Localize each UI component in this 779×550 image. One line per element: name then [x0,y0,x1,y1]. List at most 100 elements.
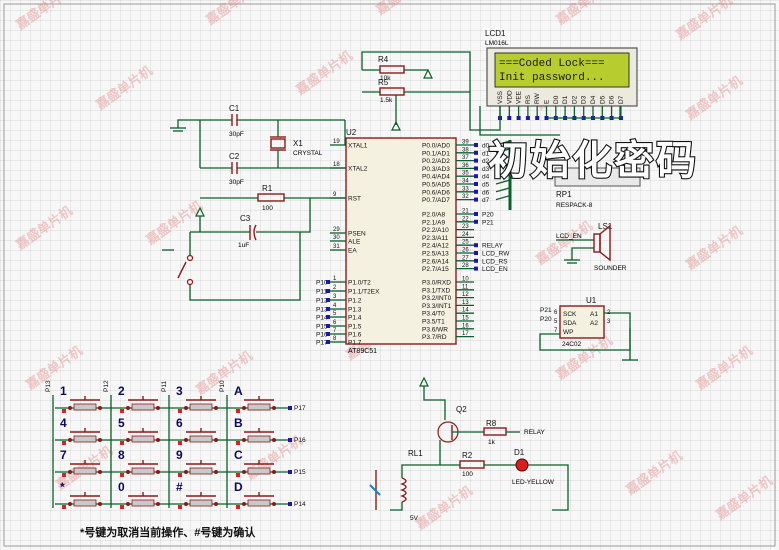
u1-pin-a1: A1 [590,311,598,318]
keypad-key-button[interactable] [189,467,213,475]
keypad-key-contact [214,438,218,442]
keypad-key-button[interactable] [73,467,97,475]
keypad-key-contact [214,406,218,410]
mcu-left-pin-num: 3 [333,294,337,300]
keypad-key-contact [68,406,72,410]
d1-value: LED-YELLOW [512,479,555,486]
keypad-key-contact [242,438,246,442]
mcu-left-pin-num: 31 [333,244,340,250]
mcu-right-pin-terminal [474,212,478,216]
mcu-right-pin-name: P3.2/INT0 [422,295,452,302]
r5-value: 1.5k [380,97,393,104]
watermark-text: 嘉盛单片机 [142,198,205,248]
lcd-line-2: Init password... [499,72,605,84]
r2-body [459,460,485,469]
wire-d1-gnd [528,464,569,511]
mcu-left-pin-terminal [326,307,330,311]
lcd-pin-terminal [535,116,540,120]
keypad-key-button[interactable] [247,499,271,507]
mcu-u2: U2 AT89C51 XTAL119XTAL218RST9PSEN29ALE30… [316,128,510,355]
r1-value: 100 [262,205,273,212]
vcc-arrow-r4 [423,68,433,79]
mcu-right-pin-name: P0.6/AD6 [422,189,450,196]
keypad-key-contact [98,406,102,410]
mcu-right-pin-name: P3.7/RD [422,334,447,341]
keypad-key-label: C [234,448,243,462]
keypad-key-button[interactable] [131,435,155,443]
c2-ref: C2 [229,152,240,161]
watermark-text: 嘉盛单片机 [692,343,755,393]
keypad-key-contact [242,406,246,410]
keypad-key-button[interactable] [189,499,213,507]
wire-ls1-gnd [571,247,594,260]
mcu-right-pin-terminal [474,189,478,194]
mcu-right-pin-name: P2.4/A12 [422,243,449,250]
mcu-right-pin-net: d7 [482,197,490,204]
mcu-right-pin-name: P3.5/T1 [422,319,445,326]
mcu-right-pin-name: P3.3/INT1 [422,303,452,310]
mcu-left-pin-terminal [326,298,330,302]
lcd-pin-label: RW [534,92,541,104]
keypad-row-terminal [288,438,292,442]
mcu-left-pin-name: RST [348,196,361,203]
keypad-key-contact [214,470,218,474]
lcd-pin-label: E [544,99,551,104]
keypad-key-button[interactable] [247,467,271,475]
mcu-left-pin-name: P1.0/T2 [348,280,371,287]
watermark-text: 嘉盛单片机 [682,73,745,123]
keypad-key-contact [98,502,102,506]
r1-body [257,193,285,202]
keypad-key-contact [242,470,246,474]
keypad-key-contact [272,406,276,410]
keypad-key-marker [178,409,182,413]
mcu-left-pin-net: P15 [316,324,328,331]
wire-u1-addr [604,312,631,360]
keypad-key-button[interactable] [189,435,213,443]
mcu-right-pin-terminal [474,174,478,179]
rp1-body [554,167,641,187]
keypad-key-contact [98,438,102,442]
mcu-left-pin-net: P17 [316,340,328,347]
keypad-key-button[interactable] [247,435,271,443]
wire-c3-rst [256,198,311,233]
mcu-right-pin-net: RELAY [482,243,503,250]
lcd-screen [494,52,630,88]
mcu-left-pin-num: 18 [333,162,340,168]
mcu-left-pin-num: 8 [333,336,337,342]
watermark-text: 嘉盛单片机 [92,63,155,113]
wire-rl1-bottom [390,502,403,511]
bus-entry [495,140,511,146]
keypad-key-contact [156,406,160,410]
mcu-left-pin-name: P1.2 [348,298,362,305]
keypad-key-button[interactable] [131,403,155,411]
u1-net-p21: P21 [540,307,552,314]
mcu-right-pin-net: P20 [482,212,494,219]
keypad-key-button[interactable] [131,499,155,507]
keypad-key-marker [120,473,124,477]
mcu-right-pin-terminal [474,197,478,202]
lcd-pin-terminal [618,116,623,120]
keypad-key-button[interactable] [73,435,97,443]
keypad-key-button[interactable] [73,403,97,411]
lcd-pin-label: RS [525,94,532,104]
mcu-left-pin-name: XTAL2 [348,166,368,173]
keypad-key-label: 5 [118,416,125,430]
keypad-key-button[interactable] [247,403,271,411]
mcu-right-pin-net: LCD_EN [482,266,508,273]
mcu-right-pin-num: 13 [462,300,469,306]
keypad-key-button[interactable] [189,403,213,411]
keypad-key-label: * [60,480,65,494]
keypad-key-label: A [234,384,243,398]
keypad-key-button[interactable] [131,467,155,475]
q2-ref: Q2 [456,405,467,414]
sw-lever [177,261,187,279]
bus-entry [495,163,511,170]
mcu-right-pin-name: P0.2/AD2 [422,158,450,165]
r4-resistor: R4 10k [361,51,471,125]
keypad-row-terminal [288,470,292,474]
mcu-left-pin-num: 5 [333,311,337,317]
vcc-arrow-r5 [391,120,401,131]
keypad-key-button[interactable] [73,499,97,507]
lcd-pin-label: VDD [506,90,513,104]
keypad-row-terminal [288,406,292,410]
